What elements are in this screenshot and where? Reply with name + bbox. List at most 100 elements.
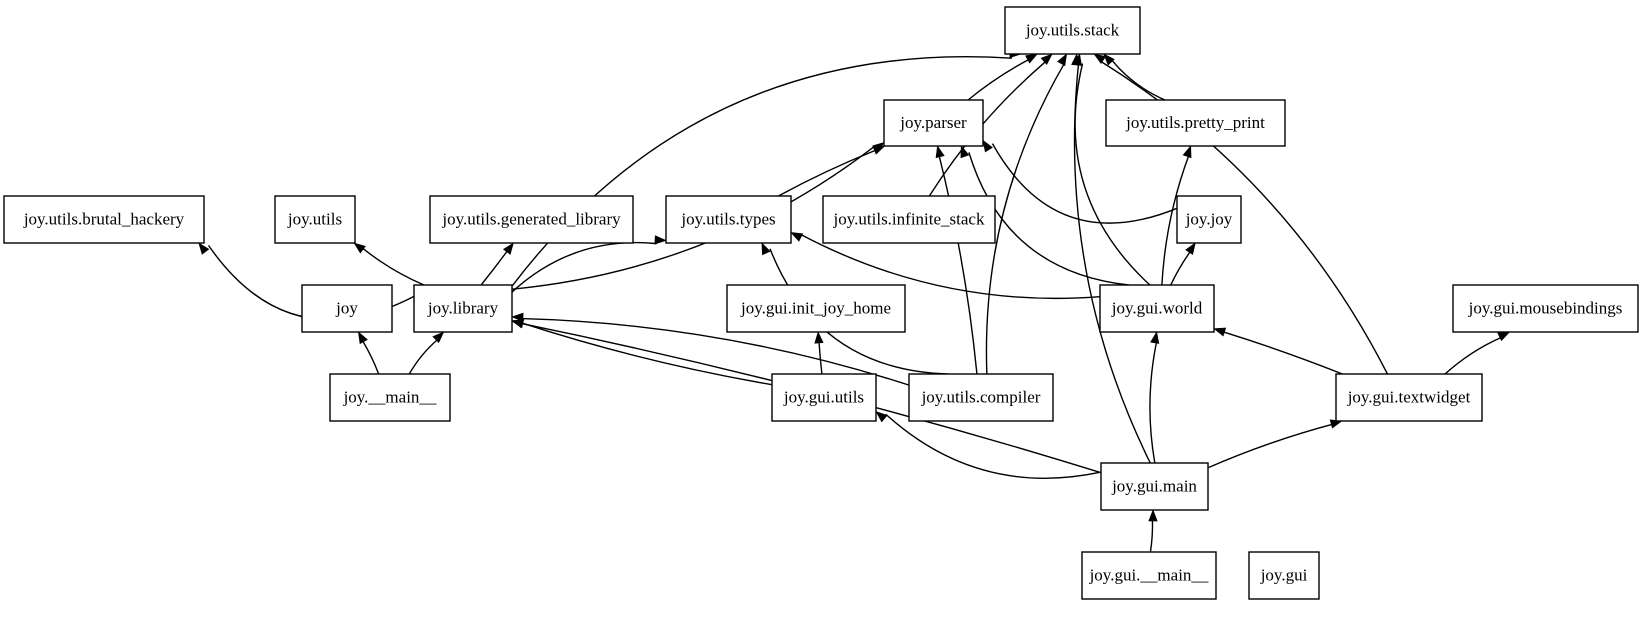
edge: [800, 233, 1101, 300]
edge-arrowhead: [761, 242, 771, 256]
graph-node-joy-utils-brutal-hackery[interactable]: joy.utils.brutal_hackery: [3, 195, 205, 244]
node-box[interactable]: [1105, 99, 1286, 147]
edge: [362, 340, 380, 375]
graph-node-joy-gui-main[interactable]: joy.gui.main: [1100, 462, 1209, 511]
node-box[interactable]: [665, 195, 792, 244]
edge-layer: [198, 48, 1511, 553]
node-box[interactable]: [274, 195, 356, 244]
node-box[interactable]: [822, 195, 996, 244]
edge: [1207, 423, 1333, 469]
node-box[interactable]: [1004, 6, 1141, 55]
node-box[interactable]: [413, 284, 513, 333]
edge-arrowhead: [1213, 327, 1227, 337]
edge: [362, 247, 425, 286]
graph-node-joy-gui-textwidget[interactable]: joy.gui.textwidget: [1335, 373, 1483, 422]
graph-node-joy-gui-world[interactable]: joy.gui.world: [1099, 284, 1215, 333]
node-box[interactable]: [329, 373, 451, 422]
graph-node-joy-joy[interactable]: joy.joy: [1176, 195, 1242, 244]
graph-node-joy-utils-generated-library[interactable]: joy.utils.generated_library: [429, 195, 634, 244]
node-label: joy.utils.generated_library: [441, 209, 621, 228]
node-label: joy.__main__: [343, 387, 437, 406]
edge: [1073, 63, 1151, 464]
graph-node-joy-gui-init-joy-home[interactable]: joy.gui.init_joy_home: [726, 284, 906, 333]
node-box[interactable]: [771, 373, 877, 422]
node-label: joy.gui.utils: [783, 387, 864, 406]
node-label: joy.gui: [1260, 565, 1308, 584]
edge-arrowhead: [1148, 509, 1158, 522]
graph-node-joy-utils-pretty-print[interactable]: joy.utils.pretty_print: [1105, 99, 1286, 147]
node-label: joy.gui.world: [1111, 298, 1203, 317]
graph-node-joy-gui---main--[interactable]: joy.gui.__main__: [1081, 551, 1217, 600]
graph-node-joy-library[interactable]: joy.library: [413, 284, 513, 333]
edge-arrowhead: [1497, 331, 1511, 342]
node-box[interactable]: [1100, 462, 1209, 511]
edge-arrowhead: [960, 145, 970, 159]
graph-node-joy-gui[interactable]: joy.gui: [1248, 551, 1320, 600]
node-box[interactable]: [429, 195, 634, 244]
node-label: joy.gui.main: [1111, 476, 1197, 495]
edge-arrowhead: [872, 145, 886, 155]
edge-arrowhead: [502, 242, 514, 255]
node-box[interactable]: [908, 373, 1054, 422]
edge-arrowhead: [511, 312, 524, 322]
edge: [1223, 331, 1343, 375]
edge: [991, 143, 1178, 224]
graph-node-joy-utils-compiler[interactable]: joy.utils.compiler: [908, 373, 1054, 422]
graph-node-joy-gui-utils[interactable]: joy.gui.utils: [771, 373, 877, 422]
edge: [1170, 251, 1191, 286]
edge: [1444, 336, 1502, 375]
graph-node-joy---main--[interactable]: joy.__main__: [329, 373, 451, 422]
edge-arrowhead: [1040, 53, 1053, 65]
edge-arrowhead: [982, 139, 993, 153]
node-box[interactable]: [883, 99, 984, 147]
node-box[interactable]: [1099, 284, 1215, 333]
node-box[interactable]: [1335, 373, 1483, 422]
graph-node-joy-utils-stack[interactable]: joy.utils.stack: [1004, 6, 1141, 55]
graph-node-joy-gui-mousebindings[interactable]: joy.gui.mousebindings: [1452, 284, 1639, 333]
graph-node-joy-utils[interactable]: joy.utils: [274, 195, 356, 244]
graph-node-joy-utils-types[interactable]: joy.utils.types: [665, 195, 792, 244]
edge-arrowhead: [814, 331, 824, 344]
graph-node-joy[interactable]: joy: [301, 284, 393, 333]
edge-arrowhead: [654, 235, 667, 245]
edge: [511, 241, 657, 293]
node-label: joy.utils.types: [680, 209, 775, 228]
edge-arrowhead: [1071, 53, 1081, 66]
node-box[interactable]: [301, 284, 393, 333]
edge-arrowhead: [511, 318, 525, 328]
node-label: joy.parser: [899, 113, 967, 132]
node-box[interactable]: [1452, 284, 1639, 333]
edge-arrowhead: [1150, 331, 1160, 344]
node-box[interactable]: [3, 195, 205, 244]
edge-arrowhead: [198, 242, 210, 255]
edge: [778, 149, 876, 197]
edge-arrowhead: [353, 242, 366, 254]
graph-node-joy-parser[interactable]: joy.parser: [883, 99, 984, 147]
node-box[interactable]: [1176, 195, 1242, 244]
node-box[interactable]: [726, 284, 906, 333]
edge-arrowhead: [1025, 53, 1038, 64]
node-label: joy.utils: [287, 209, 342, 228]
edge: [1100, 60, 1389, 375]
node-label: joy.joy: [1185, 209, 1233, 228]
edge: [1161, 155, 1190, 286]
edge-arrowhead: [357, 331, 368, 345]
edge-arrowhead: [1057, 53, 1068, 67]
edge-arrowhead: [935, 145, 945, 159]
edge: [769, 248, 948, 375]
edge: [408, 339, 438, 375]
node-label: joy.utils.infinite_stack: [833, 209, 985, 228]
edge-arrowhead: [1185, 242, 1196, 255]
edge-arrowhead: [1093, 53, 1107, 64]
node-label: joy.gui.mousebindings: [1468, 298, 1623, 317]
node-box[interactable]: [1248, 551, 1320, 600]
node-box[interactable]: [1081, 551, 1217, 600]
edge-arrowhead: [875, 410, 888, 423]
edge: [985, 63, 1065, 375]
graph-node-joy-utils-infinite-stack[interactable]: joy.utils.infinite_stack: [822, 195, 996, 244]
edge: [1149, 341, 1158, 464]
node-label: joy.gui.__main__: [1089, 565, 1209, 584]
edge: [521, 317, 910, 386]
edge: [1111, 59, 1166, 101]
